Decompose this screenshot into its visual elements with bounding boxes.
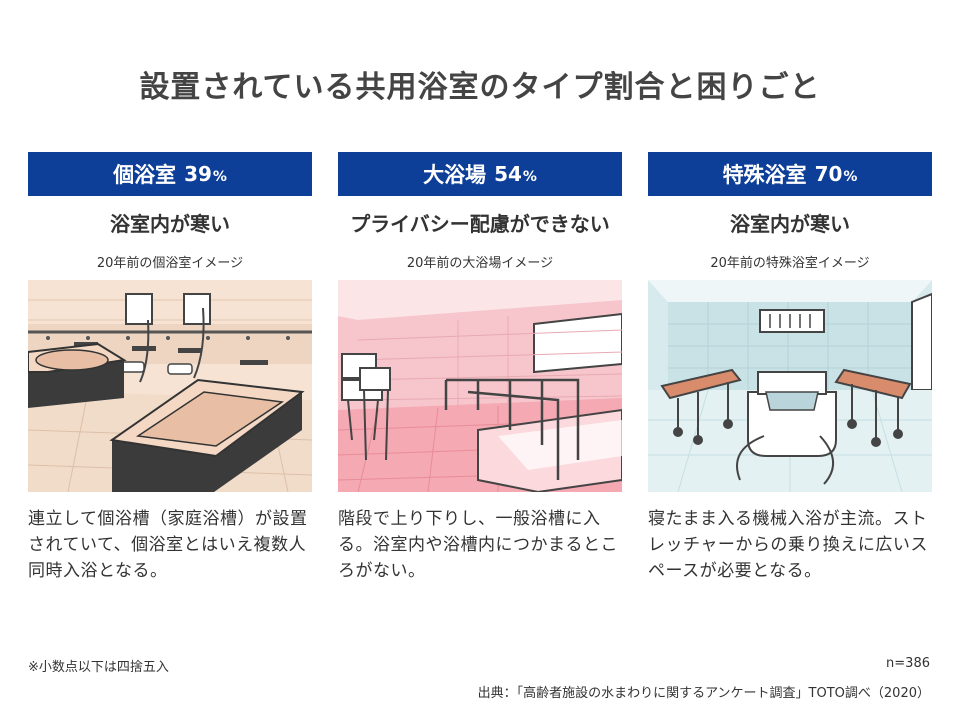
type-percent: 39% [184, 162, 227, 186]
sample-size: n=386 [886, 656, 930, 671]
type-header-band: 特殊浴室 70% [648, 152, 932, 196]
image-caption: 20年前の個浴室イメージ [96, 256, 244, 271]
column-individual-bath: 個浴室 39% 浴室内が寒い 20年前の個浴室イメージ [28, 152, 312, 584]
type-label: 個浴室 [113, 163, 177, 187]
type-percent: 70% [814, 162, 858, 186]
description: 階段で上り下りし、一般浴槽に入る。浴室内や浴槽内につかまるところがない。 [338, 509, 618, 581]
problem-heading: 浴室内が寒い [110, 212, 230, 236]
type-label: 特殊浴室 [722, 163, 807, 187]
type-label: 大浴場 [423, 163, 487, 187]
image-caption: 20年前の特殊浴室イメージ [710, 256, 870, 271]
special-bathroom-illustration [648, 280, 932, 492]
source-citation: 出典：「高齢者施設の水まわりに関するアンケート調査」TOTO調べ（2020） [477, 686, 930, 701]
type-percent: 54% [494, 162, 537, 186]
individual-bathroom-illustration [28, 280, 312, 492]
column-large-bath: 大浴場 54% プライバシー配慮ができない 20年前の大浴場イメージ [338, 152, 622, 584]
description: 寝たまま入る機械入浴が主流。ストレッチャーからの乗り換えに広いスペースが必要とな… [648, 509, 928, 581]
description: 連立して個浴槽（家庭浴槽）が設置されていて、個浴室とはいえ複数人同時入浴となる。 [28, 509, 308, 581]
type-header-band: 大浴場 54% [338, 152, 622, 196]
image-caption: 20年前の大浴場イメージ [406, 256, 554, 271]
type-header-band: 個浴室 39% [28, 152, 312, 196]
problem-heading: プライバシー配慮ができない [350, 212, 610, 236]
problem-heading: 浴室内が寒い [730, 212, 850, 236]
rounding-note: ※小数点以下は四捨五入 [28, 660, 169, 675]
large-bathroom-illustration [338, 280, 622, 492]
column-special-bath: 特殊浴室 70% 浴室内が寒い 20年前の特殊浴室イメージ [648, 152, 932, 584]
page-title: 設置されている共用浴室のタイプ割合と困りごと [139, 70, 821, 105]
